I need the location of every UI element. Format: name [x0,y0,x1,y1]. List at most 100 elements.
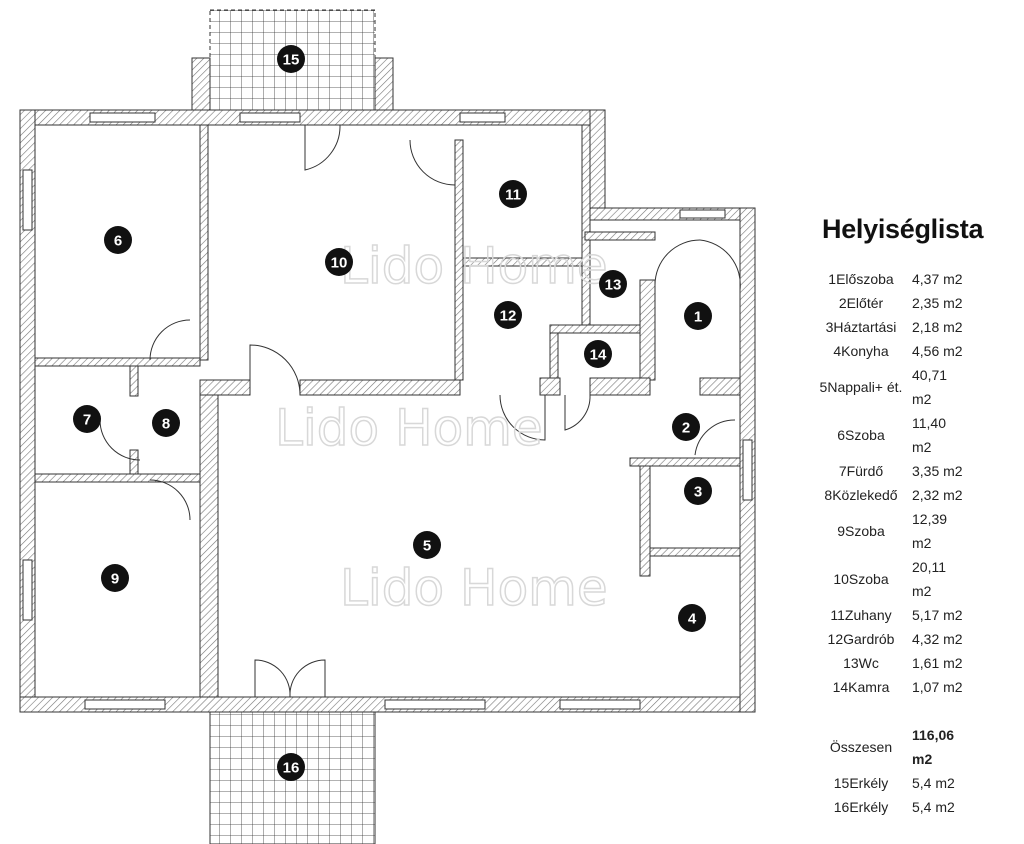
room-name: 8Közlekedő [824,487,898,503]
room-marker-circle [277,753,305,781]
doors [99,124,741,698]
room-marker-circle [584,340,612,368]
room-name: 9Szoba [837,523,885,539]
room-marker-number: 14 [590,347,607,364]
svg-text:Lido Home: Lido Home [340,559,608,617]
room-marker-number: 13 [605,277,622,294]
room-row: 16Erkély 5,4 m2 [814,795,972,819]
room-area: 2,32 m2 [912,487,963,503]
room-name: 12Gardrób [827,631,895,647]
room-marker-number: 15 [283,52,300,69]
room-area: 20,11 m2 [912,559,946,599]
room-marker-circle [599,270,627,298]
room-name: 2Előtér [838,295,884,311]
room-list-title: Helyiséglista [822,214,984,244]
room-marker-number: 7 [83,412,91,429]
room-marker-circle [277,45,305,73]
room-area: 12,39 m2 [912,511,948,551]
room-name: 4Konyha [833,343,889,359]
svg-text:Lido Home: Lido Home [275,399,543,457]
room-marker-number: 16 [283,760,300,777]
room-marker: 5 [413,531,441,559]
room-marker: 1 [684,302,712,330]
room-marker-circle [678,604,706,632]
room-marker: 7 [73,405,101,433]
room-area: 5,4 m2 [912,799,955,815]
room-marker: 13 [599,270,627,298]
room-row: 3Háztartási 2,18 m2 [814,315,972,339]
room-name: 1Előszoba [828,271,894,287]
room-row: 4Konyha 4,56 m2 [814,339,972,363]
room-marker-circle [325,248,353,276]
windows [22,112,753,710]
room-area: 2,35 m2 [912,295,963,311]
room-name: 15Erkély [833,775,889,791]
room-area: 3,35 m2 [912,463,963,479]
room-marker: 11 [499,180,527,208]
room-row: 9Szoba 12,39 m2 [814,507,972,555]
room-area: 11,40 m2 [912,415,946,455]
room-marker-number: 10 [331,255,348,272]
room-marker-circle [499,180,527,208]
room-marker-number: 8 [162,416,170,433]
room-name: 11Zuhany [830,607,892,623]
room-marker-number: 11 [505,187,521,204]
room-area: 5,17 m2 [912,607,963,623]
room-marker-circle [684,477,712,505]
spacer [814,699,972,723]
room-name: 10Szoba [833,571,889,587]
room-row: 7Fürdő 3,35 m2 [814,459,972,483]
room-marker: 16 [277,753,305,781]
room-marker: 8 [152,409,180,437]
room-area: 2,18 m2 [912,319,963,335]
room-marker: 15 [277,45,305,73]
room-marker-number: 2 [682,420,690,437]
room-marker-circle [684,302,712,330]
room-marker-number: 3 [694,484,702,501]
room-marker: 3 [684,477,712,505]
room-marker-circle [73,405,101,433]
room-name: 6Szoba [837,427,885,443]
room-area: 40,71 m2 [912,367,948,407]
room-marker-circle [413,531,441,559]
room-marker-number: 5 [423,538,431,555]
room-name: 7Fürdő [838,463,884,479]
watermark: Lido Home Lido Home Lido Home [274,236,608,618]
room-marker-number: 9 [111,571,119,588]
room-row: 2Előtér 2,35 m2 [814,291,972,315]
room-marker-circle [672,413,700,441]
room-area: 1,07 m2 [912,679,963,695]
room-name: 16Erkély [833,799,889,815]
room-area: 4,56 m2 [912,343,963,359]
room-area: 5,4 m2 [912,775,955,791]
floor-plan: Lido Home Lido Home Lido Home 1 2 3 4 5 6 7 8 9 1… [19,9,756,844]
room-row: 10Szoba 20,11 m2 [814,555,972,603]
room-marker-number: 6 [114,233,122,250]
balcony-15 [191,9,394,111]
room-marker-circle [494,301,522,329]
room-marker: 4 [678,604,706,632]
room-marker-circle [104,226,132,254]
room-row: 8Közlekedő 2,32 m2 [814,483,972,507]
room-area: 4,32 m2 [912,631,963,647]
room-row: 6Szoba 11,40 m2 [814,411,972,459]
room-area: 1,61 m2 [912,655,963,671]
room-marker: 9 [101,564,129,592]
room-name: 3Háztartási [825,319,897,335]
room-row: 12Gardrób 4,32 m2 [814,627,972,651]
room-marker-circle [101,564,129,592]
room-marker: 2 [672,413,700,441]
room-row: 15Erkély 5,4 m2 [814,771,972,795]
room-marker-number: 1 [694,309,702,326]
room-marker-number: 4 [688,611,697,628]
room-name: 5Nappali+ ét. [819,379,903,395]
room-name: Összesen [829,739,893,755]
room-marker: 14 [584,340,612,368]
